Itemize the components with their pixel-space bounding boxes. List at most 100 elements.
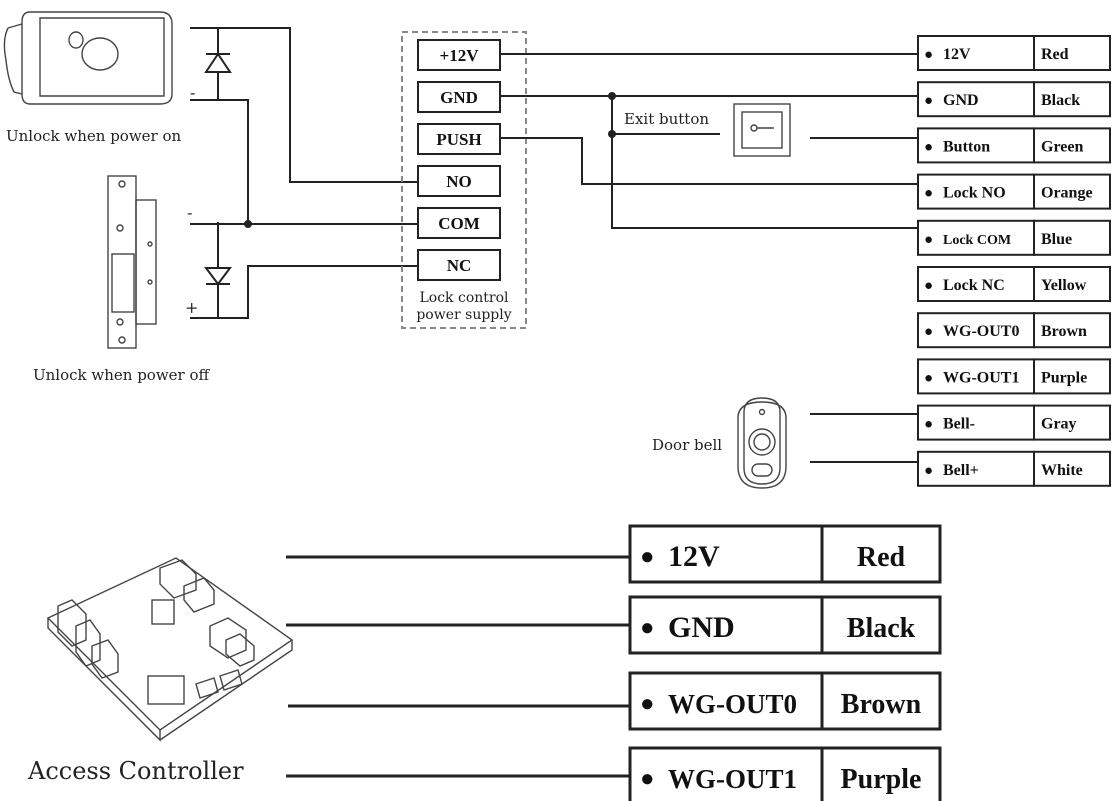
pin-label: WG-OUT1	[668, 764, 797, 794]
bullet: ●	[924, 463, 933, 479]
pin-label: Button	[943, 138, 990, 155]
color-cell	[1033, 81, 1111, 118]
terminal-label: NC	[447, 256, 472, 275]
controller-wires	[286, 555, 630, 778]
pin-label: Bell+	[943, 462, 979, 479]
terminal-box	[417, 165, 501, 197]
access-controller-board-icon	[46, 557, 294, 742]
pin-cell	[917, 35, 1035, 71]
exit-button-label: Exit button	[624, 110, 709, 128]
door-bell-icon	[737, 397, 787, 489]
bullet: ●	[640, 766, 655, 792]
power-on-caption: Unlock when power on	[6, 127, 182, 145]
terminal-label: +12V	[440, 46, 480, 65]
bullet: ●	[640, 544, 655, 570]
pin-cell	[628, 671, 824, 731]
pin-cell	[917, 450, 1035, 487]
pin-cell	[917, 312, 1035, 349]
pin-label: WG-OUT1	[943, 369, 1019, 386]
wire-color-label: Black	[1041, 92, 1080, 109]
electric-strike-icon	[107, 175, 157, 349]
terminal-box	[417, 81, 501, 113]
pin-label: WG-OUT0	[943, 323, 1019, 340]
terminal-box	[417, 39, 501, 71]
pin-label: GND	[668, 611, 735, 644]
terminal-label: COM	[438, 214, 480, 233]
pin-cell	[917, 81, 1035, 118]
terminal-box	[417, 249, 501, 281]
pin-label: 12V	[943, 46, 971, 63]
color-cell	[820, 671, 942, 731]
bullet: ●	[924, 417, 933, 433]
wiring-table: ● 12V Red ● GND Black ● Button Green ● Lock NO Oran…	[917, 35, 1111, 487]
diode-icon	[204, 222, 232, 318]
access-controller-label: Access Controller	[27, 757, 244, 785]
magnetic-lock-icon	[3, 11, 173, 105]
wire-color-label: Red	[1041, 46, 1069, 63]
bullet: ●	[924, 278, 933, 294]
bullet: ●	[924, 139, 933, 155]
pin-cell	[628, 524, 824, 584]
wire-color-label: Gray	[1041, 416, 1077, 433]
wire-color-label: Purple	[1041, 369, 1087, 386]
exit-button-icon	[733, 103, 791, 157]
bullet: ●	[924, 47, 933, 63]
color-cell	[820, 595, 942, 655]
pin-label: 12V	[668, 540, 720, 573]
wire-color-label: Purple	[841, 764, 922, 795]
pin-cell	[917, 358, 1035, 395]
power-supply-terminals: +12V GND PUSH NO COM NC	[417, 39, 501, 281]
pin-cell	[917, 219, 1035, 256]
bullet: ●	[640, 615, 655, 641]
terminal-box	[417, 207, 501, 239]
pin-label: Lock COM	[943, 233, 1011, 248]
terminal-label: NO	[446, 172, 472, 191]
door-bell-label: Door bell	[652, 436, 722, 454]
power-supply-outline	[401, 31, 527, 329]
pin-cell	[917, 266, 1035, 302]
power-on-minus-label: -	[190, 83, 195, 102]
wire-color-label: White	[1041, 462, 1083, 479]
color-cell	[1033, 127, 1111, 164]
wire-color-label: Yellow	[1041, 277, 1087, 294]
pin-label: Bell-	[943, 416, 975, 433]
pin-cell	[628, 595, 824, 655]
power-supply-caption-1: Lock control	[419, 290, 509, 306]
bullet: ●	[924, 93, 933, 109]
wire-color-label: Blue	[1041, 231, 1072, 248]
color-cell	[1033, 312, 1111, 349]
power-off-minus-label: -	[187, 203, 192, 222]
wire-color-label: Green	[1041, 138, 1083, 155]
pin-label: GND	[943, 92, 979, 109]
color-cell	[1033, 173, 1111, 210]
color-cell	[820, 746, 942, 801]
wire-color-label: Red	[857, 542, 906, 573]
wire-color-label: Orange	[1041, 185, 1093, 202]
terminal-label: GND	[440, 88, 478, 107]
power-off-plus-label: +	[185, 298, 198, 317]
color-cell	[1033, 450, 1111, 487]
bullet: ●	[924, 186, 933, 202]
power-off-caption: Unlock when power off	[33, 366, 211, 384]
pin-cell	[917, 404, 1035, 441]
pin-cell	[917, 127, 1035, 164]
wire-color-label: Black	[847, 613, 916, 644]
color-cell	[1033, 404, 1111, 441]
terminal-label: PUSH	[436, 130, 481, 149]
color-cell	[1033, 35, 1111, 71]
bullet: ●	[924, 324, 933, 340]
lock-wires	[190, 27, 418, 319]
bullet: ●	[924, 370, 933, 386]
supply-wires	[500, 53, 918, 229]
wire-color-label: Brown	[1041, 323, 1087, 340]
wire-color-label: Brown	[841, 689, 922, 720]
color-cell	[820, 524, 942, 584]
color-cell	[1033, 266, 1111, 302]
bullet: ●	[640, 691, 655, 717]
diode-icon	[204, 28, 232, 100]
color-cell	[1033, 358, 1111, 395]
pin-label: Lock NC	[943, 277, 1005, 294]
pin-label: Lock NO	[943, 185, 1006, 202]
